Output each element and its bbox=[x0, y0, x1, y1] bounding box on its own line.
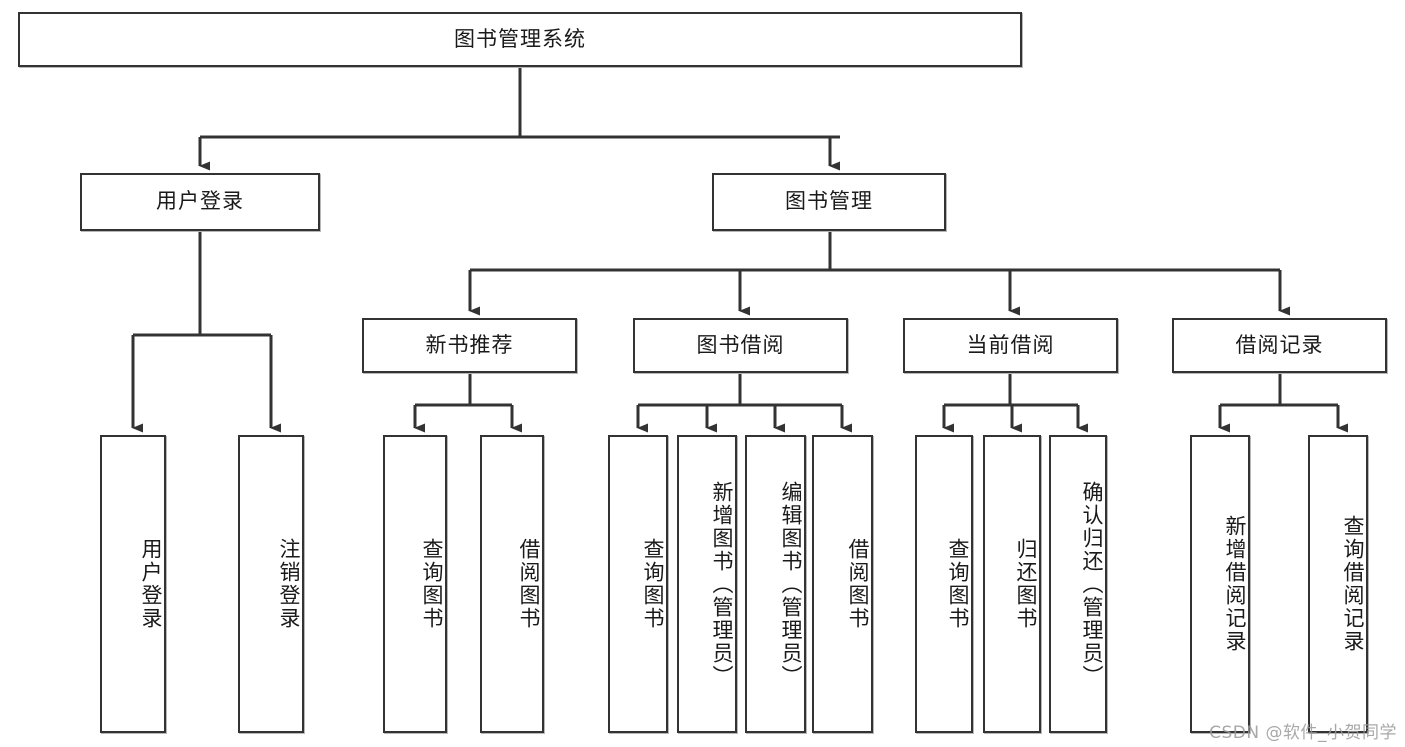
node-label: 借阅图书 bbox=[517, 538, 541, 630]
node-label: 新书推荐 bbox=[425, 332, 514, 357]
node-label: 当前借阅 bbox=[966, 332, 1055, 357]
node-label: 查询图书 bbox=[420, 538, 444, 630]
node-label: 归还图书 bbox=[1014, 538, 1038, 630]
node-label: 借阅记录 bbox=[1235, 332, 1324, 357]
node-root-book-management-system[interactable]: 图书管理系统 bbox=[18, 12, 1022, 67]
leaf-edit-book-admin[interactable]: 编辑图书（管理员） bbox=[745, 435, 806, 733]
node-borrow-records[interactable]: 借阅记录 bbox=[1172, 318, 1387, 373]
node-label: 图书管理系统 bbox=[454, 26, 586, 51]
leaf-user-login[interactable]: 用户登录 bbox=[100, 435, 166, 733]
node-label: 查询借阅记录 bbox=[1341, 515, 1365, 653]
node-label: 注销登录 bbox=[277, 538, 301, 630]
leaf-query-borrow-record[interactable]: 查询借阅记录 bbox=[1308, 435, 1368, 733]
leaf-return-books[interactable]: 归还图书 bbox=[983, 435, 1041, 733]
node-label: 查询图书 bbox=[641, 538, 665, 630]
leaf-query-books-newbook[interactable]: 查询图书 bbox=[383, 435, 447, 733]
leaf-add-book-admin[interactable]: 新增图书（管理员） bbox=[677, 435, 737, 733]
node-label: 用户登录 bbox=[139, 538, 163, 630]
node-current-borrow[interactable]: 当前借阅 bbox=[903, 318, 1118, 373]
node-book-management[interactable]: 图书管理 bbox=[712, 173, 946, 231]
leaf-logout[interactable]: 注销登录 bbox=[238, 435, 304, 733]
node-label: 新增借阅记录 bbox=[1223, 515, 1247, 653]
node-label: 用户登录 bbox=[156, 189, 244, 214]
node-new-book-recommend[interactable]: 新书推荐 bbox=[362, 318, 577, 373]
node-label: 确认归还（管理员） bbox=[1080, 480, 1104, 688]
leaf-query-books-borrow[interactable]: 查询图书 bbox=[608, 435, 668, 733]
leaf-add-borrow-record[interactable]: 新增借阅记录 bbox=[1190, 435, 1250, 733]
leaf-borrow-books[interactable]: 借阅图书 bbox=[812, 435, 873, 733]
node-label: 图书借阅 bbox=[696, 332, 785, 357]
leaf-query-books-current[interactable]: 查询图书 bbox=[915, 435, 973, 733]
node-label: 图书管理 bbox=[785, 189, 873, 214]
node-label: 查询图书 bbox=[946, 538, 970, 630]
leaf-confirm-return-admin[interactable]: 确认归还（管理员） bbox=[1049, 435, 1107, 733]
leaf-borrow-books-newbook[interactable]: 借阅图书 bbox=[480, 435, 544, 733]
node-label: 借阅图书 bbox=[846, 538, 870, 630]
node-user-login[interactable]: 用户登录 bbox=[80, 173, 320, 231]
node-label: 编辑图书（管理员） bbox=[779, 480, 803, 688]
node-label: 新增图书（管理员） bbox=[710, 480, 734, 688]
node-book-borrow[interactable]: 图书借阅 bbox=[633, 318, 848, 373]
csdn-watermark: CSDN @软件_小贺同学 bbox=[1209, 723, 1397, 743]
